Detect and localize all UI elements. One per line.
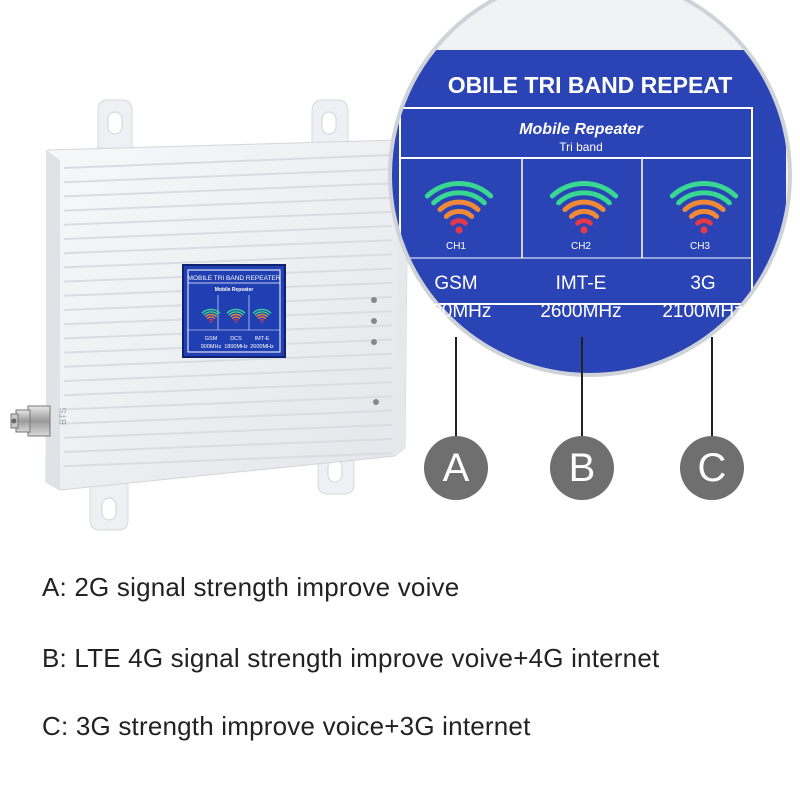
zoom-title: OBILE TRI BAND REPEAT (448, 72, 733, 98)
callout-line-b (581, 337, 583, 438)
bts-port-label: BTS (58, 407, 68, 425)
wifi-icon (424, 181, 494, 234)
zoom-band-2-freq: 2600MHz (540, 301, 621, 322)
zoom-band-3-name: 3G (690, 273, 715, 294)
zoom-subtitle: Mobile Repeater (519, 121, 643, 138)
repeater-device-illustration: MOBILE TRI BAND REPEATER Mobile Repeater… (10, 0, 792, 531)
zoom-band-2-name: IMT-E (556, 273, 607, 294)
mounting-tab-top-right (311, 99, 349, 153)
mounting-tab-bottom-left (89, 479, 129, 531)
callout-line-c (711, 337, 713, 438)
zoom-band-1-name: GSM (434, 273, 477, 294)
device-panel-band-2-freq: 1800MHz (224, 344, 248, 350)
wifi-icon (226, 308, 246, 323)
wifi-icon (549, 181, 619, 234)
callout-badge-c: C (680, 436, 744, 500)
device-panel-band-2-name: DCS (230, 336, 242, 342)
n-type-connector (10, 405, 51, 437)
device-panel-band-1-freq: 900MHz (201, 344, 222, 350)
device-panel-band-3-name: IMT-E (255, 336, 270, 342)
caption-b: B: LTE 4G signal strength improve voive+… (42, 643, 660, 673)
zoom-magnifier (388, 0, 792, 377)
wifi-icon (252, 308, 272, 323)
device-panel-title: MOBILE TRI BAND REPEATER (188, 275, 281, 282)
wifi-icon (201, 308, 221, 323)
zoom-band-3-freq: 2100MHz (662, 301, 743, 322)
mounting-tab-top-left (97, 99, 133, 151)
zoom-channel-2-label: CH2 (571, 241, 591, 252)
indicator-leds (371, 297, 379, 405)
device-panel-band-1-name: GSM (205, 336, 218, 342)
wifi-icon (669, 181, 739, 234)
device-panel-band-3-freq: 2600MHz (250, 344, 274, 350)
zoom-signal-icons (424, 181, 739, 234)
caption-c: C: 3G strength improve voice+3G internet (42, 711, 531, 741)
callout-line-a (455, 337, 457, 438)
zoom-channel-3-label: CH3 (690, 241, 710, 252)
callout-badge-a: A (424, 436, 488, 500)
caption-a: A: 2G signal strength improve voive (42, 572, 460, 602)
device-panel-signal-icons (201, 308, 272, 323)
zoom-band-1-freq: 900MHz (421, 301, 492, 322)
callout-badge-b: B (550, 436, 614, 500)
device-panel-subtitle: Mobile Repeater (215, 287, 254, 293)
zoom-subsubtitle: Tri band (559, 140, 603, 154)
zoom-channel-1-label: CH1 (446, 241, 466, 252)
device-display-panel (182, 264, 286, 358)
